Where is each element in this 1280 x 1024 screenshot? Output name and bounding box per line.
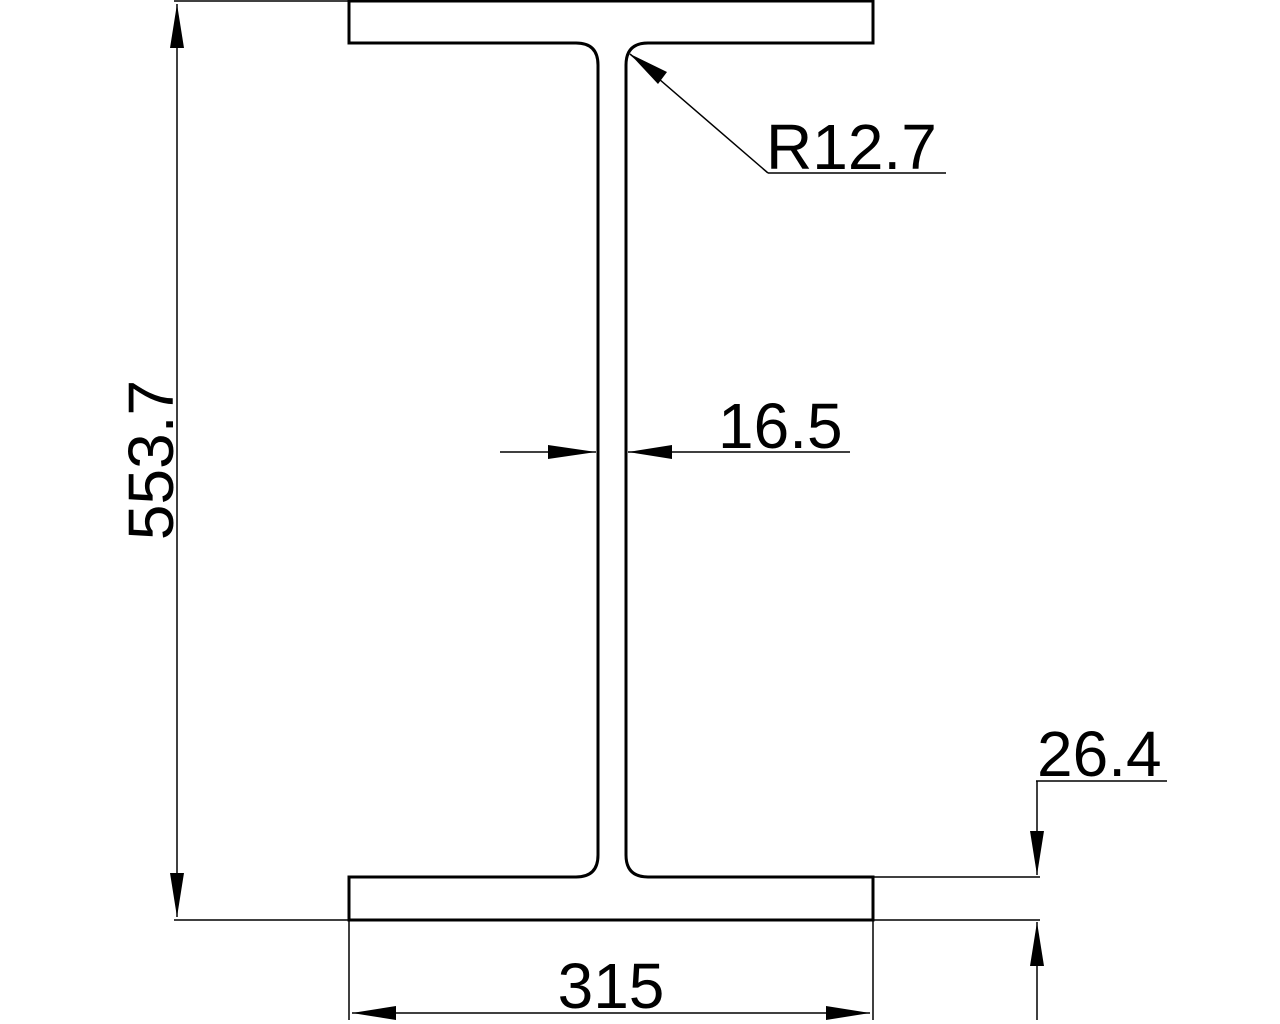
fillet-radius-callout: R12.7: [629, 53, 946, 183]
arrow-right-icon: [548, 445, 596, 459]
arrow-down-icon: [1030, 831, 1044, 875]
arrow-down-icon: [170, 873, 184, 917]
web-thickness-label: 16.5: [718, 390, 843, 462]
arrow-left-icon: [352, 1006, 396, 1020]
flange-thickness-dimension: 26.4: [873, 718, 1167, 1020]
height-dimension: 553.7: [115, 0, 349, 921]
arrow-icon: [630, 54, 667, 84]
fillet-radius-label: R12.7: [766, 111, 937, 183]
web-thickness-dimension: 16.5: [500, 390, 850, 462]
flange-thickness-label: 26.4: [1037, 718, 1162, 790]
height-dimension-label: 553.7: [115, 380, 187, 540]
width-dimension-label: 315: [558, 950, 665, 1022]
arrow-up-icon: [1030, 922, 1044, 966]
width-dimension: 315: [348, 920, 874, 1022]
arrow-up-icon: [170, 4, 184, 48]
arrow-left-icon: [628, 445, 672, 459]
arrow-right-icon: [826, 1006, 870, 1020]
